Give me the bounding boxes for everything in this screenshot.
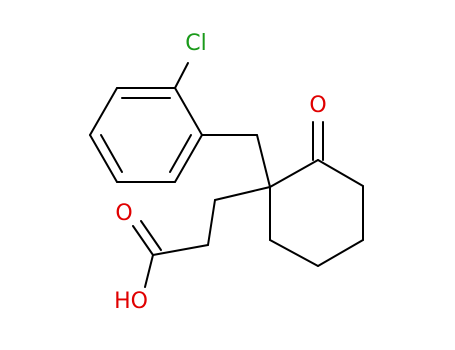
ketone-oxygen-label: O [309,93,326,118]
bond [174,87,203,136]
chain-bond [152,244,209,256]
chain-bond [214,186,271,201]
bond [317,239,364,267]
benzene-ring [89,87,203,183]
c-cl-bond [174,62,189,89]
aromatic-bond [169,134,192,173]
cyclohexanone-ring [269,159,364,267]
acid-double-bond [140,220,162,251]
bond [317,159,364,187]
acid-double-bond [132,225,154,256]
bond [89,87,118,136]
acid-oh-bond [144,254,154,288]
hydroxyl-label: HO [114,289,148,314]
chlorine-label: Cl [185,31,206,56]
acid-carbonyl-oxygen-label: O [115,201,132,226]
bond [269,159,319,188]
chain-bond [207,199,216,246]
benzyl-bond [256,134,271,188]
bond [89,134,118,183]
bond [174,134,203,183]
bond [269,239,319,267]
aromatic-bond [100,134,123,173]
